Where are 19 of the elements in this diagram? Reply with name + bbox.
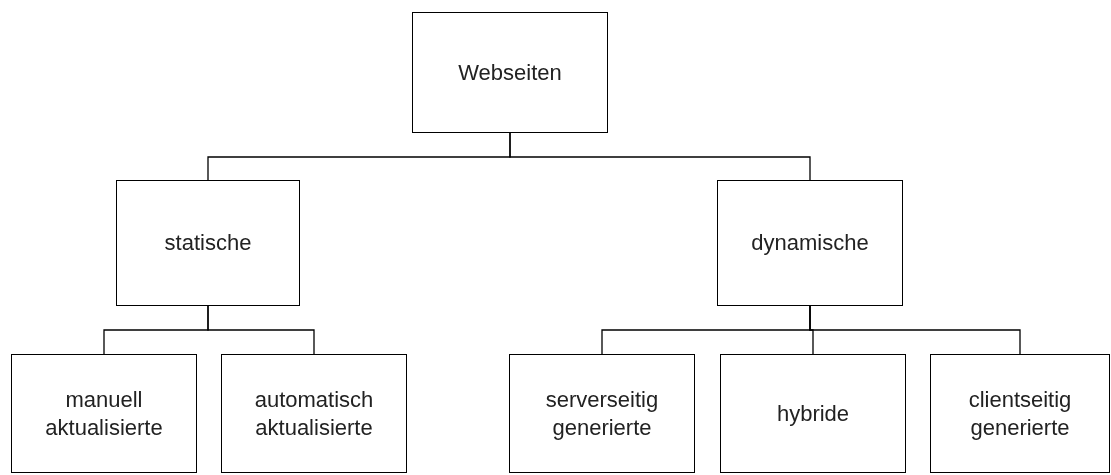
category-box — [412, 12, 608, 133]
category-box — [717, 180, 903, 306]
category-label: automatisch aktualisierte — [253, 386, 375, 441]
category-box — [11, 354, 197, 473]
category-box — [509, 354, 695, 473]
category-box — [221, 354, 407, 473]
connector-line — [207, 305, 315, 355]
category-label: statische — [163, 229, 253, 257]
connector-line — [809, 305, 1021, 355]
category-label: manuell aktualisierte — [44, 386, 164, 441]
connector-line — [509, 132, 811, 181]
category-label: Webseiten — [457, 58, 563, 87]
category-box — [116, 180, 300, 306]
category-box — [720, 354, 906, 473]
category-label: clientseitig generierte — [967, 386, 1073, 441]
category-label: hybride — [775, 399, 851, 428]
category-label: serverseitig generierte — [544, 386, 660, 441]
category-box — [930, 354, 1110, 473]
category-label: dynamische — [750, 229, 870, 257]
